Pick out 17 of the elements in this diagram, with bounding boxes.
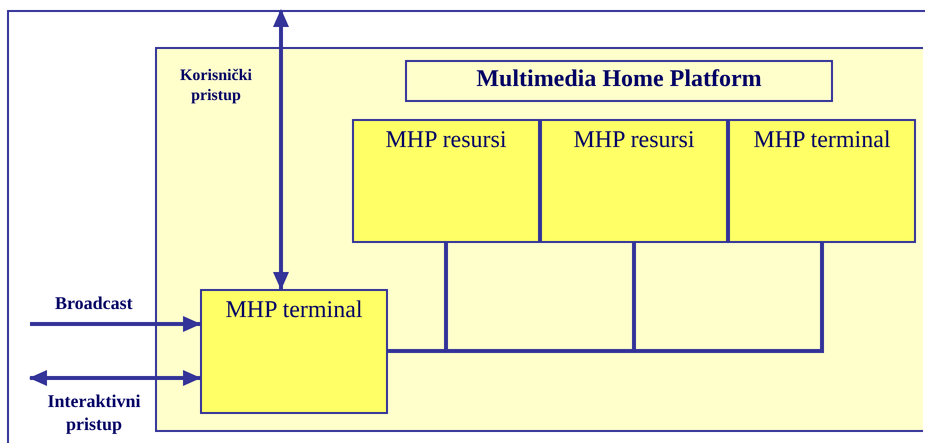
box-label: Multimedia Home Platform xyxy=(475,66,763,93)
edge-label: Broadcast xyxy=(55,292,133,314)
box-label: MHP resursi xyxy=(572,127,696,154)
terminal-box xyxy=(200,289,388,414)
outer-frame xyxy=(7,10,925,443)
box-label: MHP terminal xyxy=(752,127,892,154)
box-label: MHP terminal xyxy=(224,297,364,324)
component-box xyxy=(728,119,916,243)
platform-area xyxy=(155,47,923,432)
arrow xyxy=(273,9,289,290)
edge-label: Interaktivni pristup xyxy=(46,390,142,435)
arrow xyxy=(29,370,201,386)
arrow xyxy=(30,316,201,332)
title-box xyxy=(405,60,833,102)
box-label: MHP resursi xyxy=(384,127,508,154)
component-box xyxy=(540,119,728,243)
component-box xyxy=(352,119,540,243)
